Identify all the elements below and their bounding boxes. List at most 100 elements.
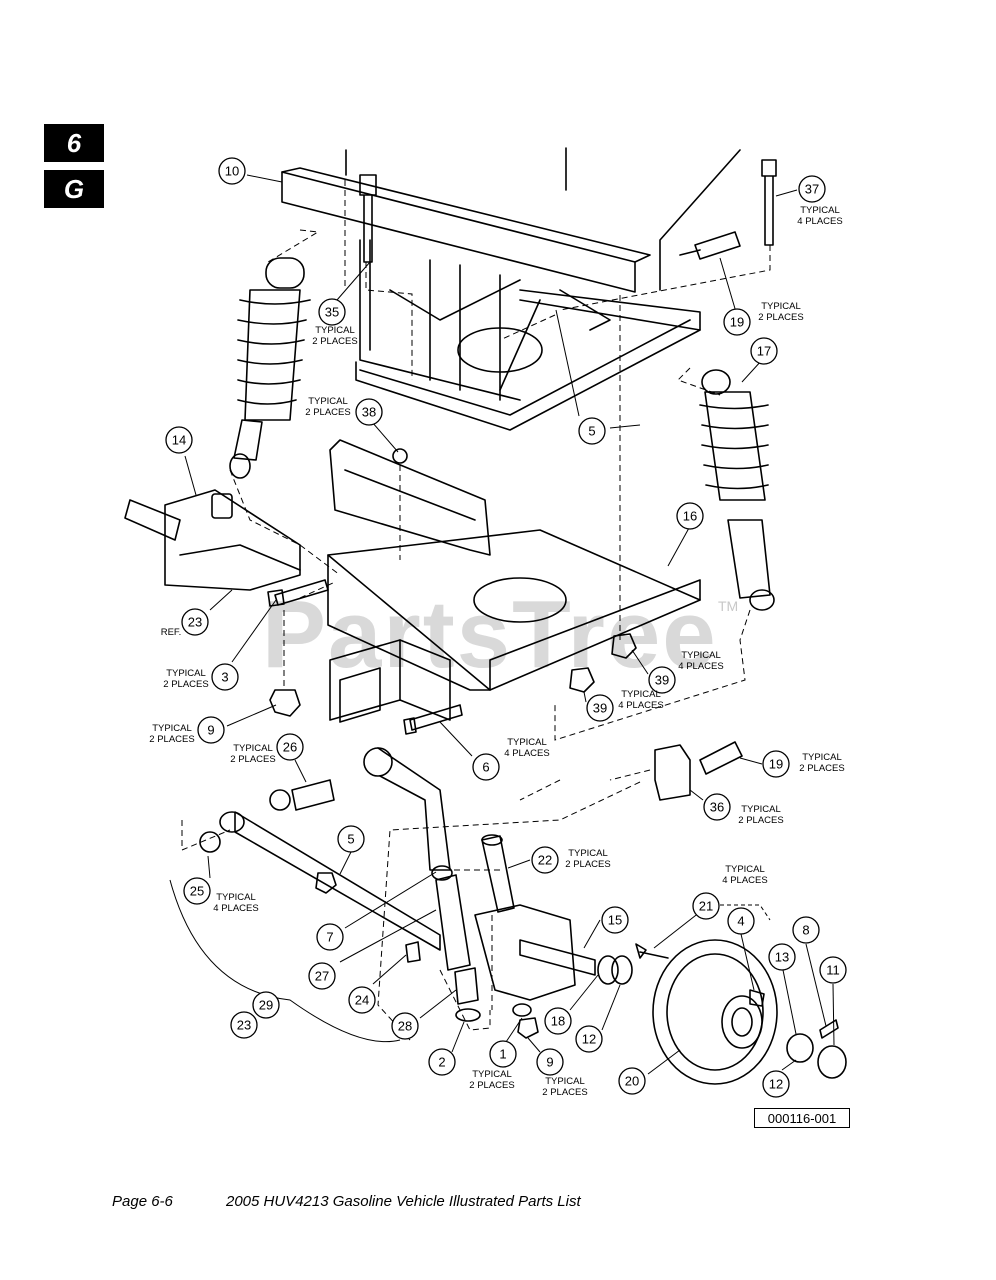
callout-17: 17	[750, 337, 778, 365]
callout-number: 18	[551, 1014, 565, 1029]
callout-28: 28	[391, 1012, 419, 1040]
bracket-36-drawing	[654, 744, 691, 801]
callout-number: 2	[438, 1055, 445, 1070]
callout-number: 11	[826, 963, 840, 978]
callout-number: 12	[582, 1032, 596, 1047]
callout-number: 19	[730, 315, 744, 330]
footer-title: 2005 HUV4213 Gasoline Vehicle Illustrate…	[226, 1193, 581, 1210]
callout-number: 6	[482, 760, 489, 775]
callout-39: 39	[586, 694, 614, 722]
callout-4: 4	[727, 907, 755, 935]
bracket-drawing	[329, 439, 491, 556]
nut-9-lower-drawing	[517, 1017, 539, 1039]
callout-number: 16	[683, 509, 697, 524]
callout-number: 21	[699, 899, 713, 914]
lower-control-arm-drawing	[199, 747, 451, 951]
callout-19: 19	[723, 308, 751, 336]
callout-number: 9	[546, 1055, 553, 1070]
spindle-right-drawing	[474, 834, 596, 1001]
callout-number: 39	[593, 701, 607, 716]
strut-27-drawing	[435, 874, 471, 971]
callout-1: 1	[489, 1040, 517, 1068]
cotter-pin-8-drawing	[819, 1019, 839, 1039]
callout-number: 8	[802, 923, 809, 938]
callout-16: 16	[676, 502, 704, 530]
nut-4-drawing	[749, 989, 765, 1007]
bearing-12-drawing	[611, 955, 633, 985]
seal-18-drawing	[597, 955, 619, 985]
callout-39: 39	[648, 666, 676, 694]
callout-number: 23	[237, 1018, 251, 1033]
watermark-text: PartsTree	[262, 581, 718, 688]
callout-number: 24	[355, 993, 369, 1008]
callout-number: 20	[625, 1074, 639, 1089]
dust-cap-11-drawing	[817, 1045, 847, 1079]
callout-number: 19	[769, 757, 783, 772]
callout-number: 26	[283, 740, 297, 755]
section-tab-letter: G	[44, 170, 104, 208]
spindle-left-drawing	[124, 489, 301, 591]
nut-9-drawing	[269, 689, 301, 717]
callout-38: 38	[355, 398, 383, 426]
callout-23: 23	[181, 608, 209, 636]
callout-20: 20	[618, 1067, 646, 1095]
right-shock-drawing	[699, 369, 775, 611]
callout-7: 7	[316, 923, 344, 951]
callout-number: 17	[757, 344, 771, 359]
nut-39-right-drawing	[611, 633, 637, 659]
callout-number: 25	[190, 884, 204, 899]
callout-number: 12	[769, 1077, 783, 1092]
callout-26: 26	[276, 733, 304, 761]
callout-number: 1	[499, 1047, 506, 1062]
callout-number: 5	[347, 832, 354, 847]
callout-number: 22	[538, 853, 552, 868]
nut-39-left-drawing	[569, 667, 595, 693]
callout-22: 22	[531, 846, 559, 874]
callout-5: 5	[578, 417, 606, 445]
bolt-37-drawing	[761, 159, 777, 246]
callout-21: 21	[692, 892, 720, 920]
callout-note: REF.	[161, 627, 182, 638]
callout-15: 15	[601, 906, 629, 934]
callout-number: 5	[588, 424, 595, 439]
bolt-6-drawing	[403, 704, 463, 735]
callout-5: 5	[337, 825, 365, 853]
watermark-trademark: TM	[718, 598, 739, 614]
callout-35: 35	[318, 298, 346, 326]
callout-11: 11	[819, 956, 847, 984]
callout-number: 4	[737, 914, 744, 929]
callout-10: 10	[218, 157, 246, 185]
bolt-19-lower-drawing	[699, 741, 743, 775]
callout-14: 14	[165, 426, 193, 454]
section-tab-number: 6	[44, 124, 104, 162]
washer-18-drawing	[512, 1003, 532, 1017]
callout-number: 36	[710, 800, 724, 815]
callout-number: 29	[259, 998, 273, 1013]
callout-8: 8	[792, 916, 820, 944]
callout-number: 38	[362, 405, 376, 420]
nut-5-lower-drawing	[315, 872, 337, 894]
callout-number: 35	[325, 305, 339, 320]
callout-13: 13	[768, 943, 796, 971]
callout-number: 7	[326, 930, 333, 945]
callout-number: 27	[315, 969, 329, 984]
bearing-12b-drawing	[786, 1033, 814, 1063]
brake-drum-20-drawing	[652, 939, 778, 1085]
callout-29: 29	[252, 991, 280, 1019]
